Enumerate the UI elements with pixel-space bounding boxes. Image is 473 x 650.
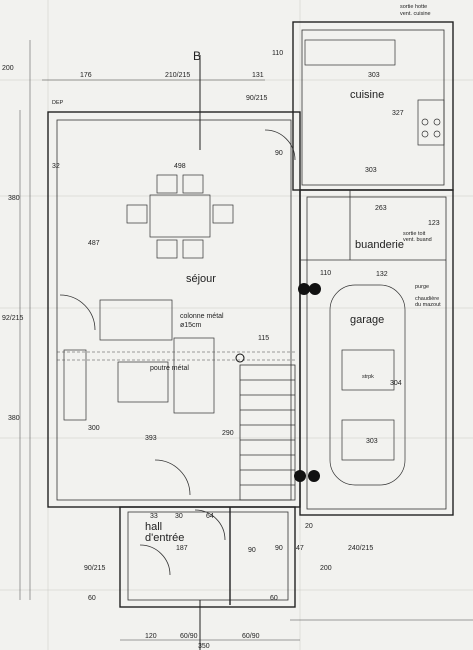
dim-240: 240/215 xyxy=(348,545,373,552)
kitchen-counters xyxy=(304,39,445,146)
dim-90c: 90 xyxy=(275,545,283,552)
dim-115: 115 xyxy=(258,335,269,342)
note-sortie-hotte: sortie hotte xyxy=(400,4,427,10)
dim-498: 498 xyxy=(174,163,186,170)
dim-left-200: 200 xyxy=(2,65,14,72)
note-colonne: colonne métal xyxy=(180,313,224,320)
dim-20: 20 xyxy=(305,523,313,530)
dim-top-210: 210/215 xyxy=(165,72,190,79)
dimension-lines xyxy=(19,40,473,641)
dim-6090b: 60/90 xyxy=(242,633,260,640)
room-label-buanderie: buanderie xyxy=(355,239,404,251)
dim-left-90-215: 90/215 xyxy=(84,565,106,572)
room-label-hall-2: d'entrée xyxy=(145,532,184,544)
dim-top-303: 303 xyxy=(368,72,380,79)
dim-350: 350 xyxy=(198,643,210,650)
section-marker-label: B xyxy=(193,49,201,63)
dim-32: 32 xyxy=(52,163,60,170)
dim-47: 47 xyxy=(296,545,304,552)
dim-top-131: 131 xyxy=(252,72,264,79)
note-vent-cuisine: vent. cuisine xyxy=(400,11,431,17)
dim-64: 64 xyxy=(206,513,214,520)
column-markers xyxy=(235,283,321,482)
note-vent-buand: vent. buand xyxy=(403,237,432,243)
dim-left-92: 92/215 xyxy=(2,315,24,322)
dim-cuisine-303: 303 xyxy=(365,167,377,174)
beam-lines xyxy=(57,351,295,361)
dim-30: 30 xyxy=(175,513,183,520)
section-marker: B xyxy=(193,49,201,650)
note-sortie-toit: sortie toit xyxy=(403,231,426,237)
dim-90: 90 xyxy=(275,150,283,157)
dining-table xyxy=(126,174,234,259)
note-strpk: strpk xyxy=(362,374,374,380)
room-label-sejour: séjour xyxy=(186,273,216,285)
dim-487: 487 xyxy=(88,240,100,247)
sofa-set xyxy=(63,299,215,421)
note-poutre: poutre métal xyxy=(150,365,189,372)
walls xyxy=(47,21,454,608)
dim-263: 263 xyxy=(375,205,387,212)
room-label-cuisine: cuisine xyxy=(350,89,384,101)
dim-6090a: 60/90 xyxy=(180,633,198,640)
dim-top-110: 110 xyxy=(272,50,283,57)
dim-187: 187 xyxy=(176,545,188,552)
dim-left-380a: 380 xyxy=(8,195,20,202)
note-mazout: du mazout xyxy=(415,302,441,308)
dim-33: 33 xyxy=(150,513,158,520)
dim-right-90-215: 90/215 xyxy=(246,95,268,102)
dim-left-380b: 380 xyxy=(8,415,20,422)
dim-cuisine-327: 327 xyxy=(392,110,404,117)
dim-top-176: 176 xyxy=(80,72,92,79)
dim-303-garage: 303 xyxy=(366,438,378,445)
dim-110: 110 xyxy=(320,270,331,277)
dim-304: 304 xyxy=(390,380,402,387)
room-label-hall: hall xyxy=(145,521,162,533)
doors xyxy=(59,129,296,576)
dim-290: 290 xyxy=(222,430,234,437)
note-colonne-diam: ø15cm xyxy=(180,322,202,329)
dim-dep: DEP xyxy=(52,100,64,106)
stairs xyxy=(239,364,296,501)
dim-120: 120 xyxy=(145,633,157,640)
dim-300: 300 xyxy=(88,425,100,432)
dim-123: 123 xyxy=(428,220,440,227)
dim-60b: 60 xyxy=(270,595,278,602)
dim-200b: 200 xyxy=(320,565,332,572)
room-label-garage: garage xyxy=(350,314,384,326)
dim-393: 393 xyxy=(145,435,157,442)
dim-132: 132 xyxy=(376,271,388,278)
note-purge: purge xyxy=(415,284,429,290)
dim-left-60: 60 xyxy=(88,595,96,602)
dim-90b: 90 xyxy=(248,547,256,554)
car xyxy=(329,284,406,486)
note-chaudiere: chaudière xyxy=(415,296,439,302)
